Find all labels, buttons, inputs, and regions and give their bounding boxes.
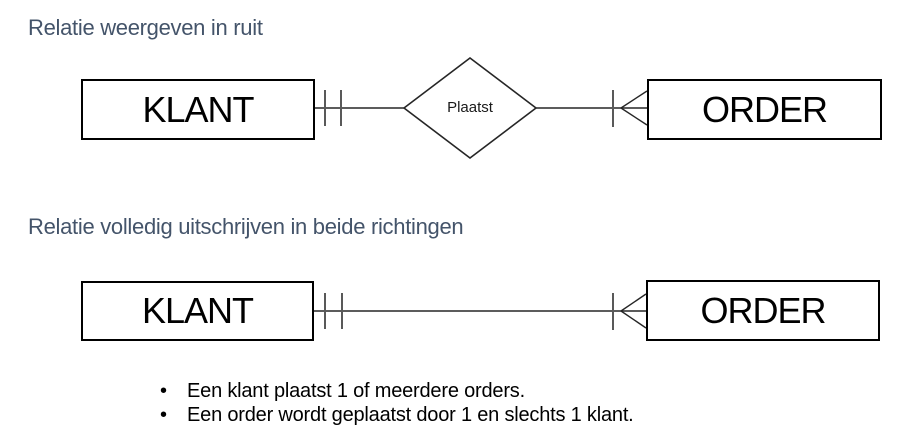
crow-foot-prong-icon bbox=[620, 310, 647, 329]
erd1-left-connector bbox=[315, 90, 404, 126]
crow-foot-prong-icon bbox=[620, 107, 648, 126]
entity-box-order-2: ORDER bbox=[646, 280, 880, 341]
entity-label: KLANT bbox=[141, 290, 254, 331]
entity-box-klant-1: KLANT bbox=[81, 79, 315, 140]
entity-label: ORDER bbox=[700, 289, 826, 331]
entity-label: ORDER bbox=[701, 88, 828, 130]
erd1-right-connector bbox=[536, 90, 648, 127]
relation-diamond-label: Plaatst bbox=[447, 99, 493, 116]
crow-foot-prong-icon bbox=[620, 293, 647, 312]
entity-label: KLANT bbox=[142, 88, 254, 130]
erd2-connector bbox=[314, 293, 647, 330]
section2-heading: Relatie volledig uitschrijven in beide r… bbox=[28, 214, 464, 239]
entity-box-order-1: ORDER bbox=[647, 79, 882, 140]
crow-foot-prong-icon bbox=[620, 90, 648, 109]
bullet-item-2: Een order wordt geplaatst door 1 en slec… bbox=[160, 403, 634, 427]
bullet-item-1: Een klant plaatst 1 of meerdere orders. bbox=[160, 379, 634, 403]
entity-box-klant-2: KLANT bbox=[81, 281, 314, 341]
bullet-list: Een klant plaatst 1 of meerdere orders. … bbox=[160, 379, 634, 427]
section1-heading: Relatie weergeven in ruit bbox=[28, 15, 263, 40]
